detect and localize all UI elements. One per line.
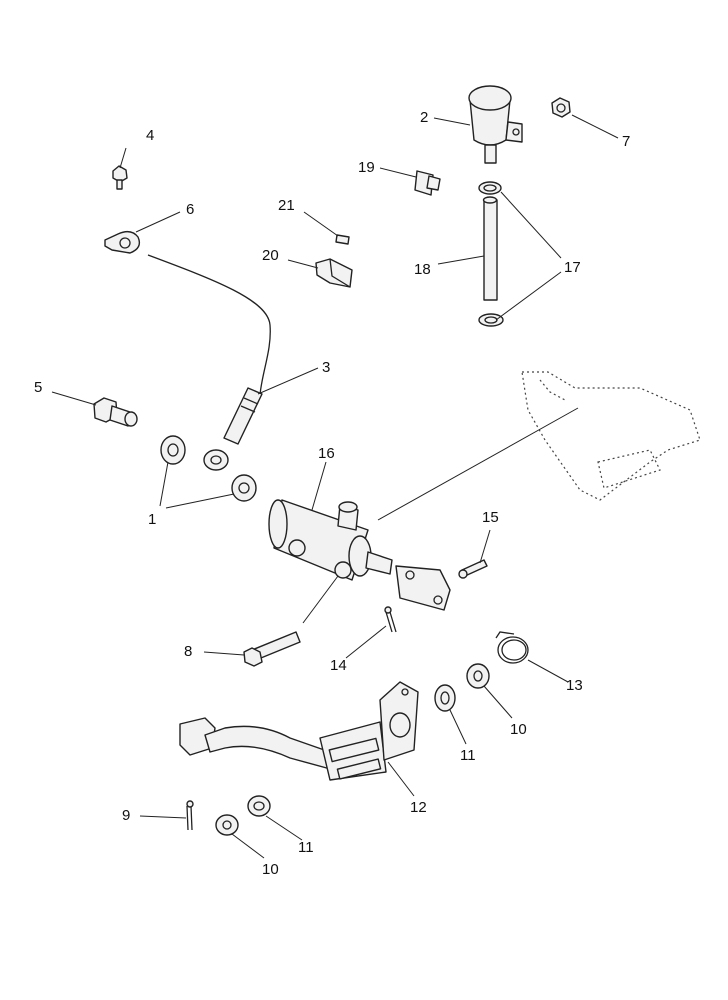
pedal-cotter-pin-part (186, 800, 194, 831)
washer-lower-part (231, 474, 257, 502)
callout-20: 20 (262, 247, 279, 264)
washer-pedal-right-part (466, 663, 490, 689)
callout-labels: 1 2 3 4 5 6 7 8 9 10 10 11 11 12 13 14 1… (34, 109, 630, 878)
hose-clamp-upper-part (478, 181, 502, 195)
banjo-bolt-part (414, 170, 441, 196)
hose-clamp-part (104, 230, 141, 254)
bracket-screw-part (335, 234, 350, 245)
frame-bracket-outline (521, 371, 701, 501)
callout-2: 2 (420, 109, 428, 126)
callout-6: 6 (186, 201, 194, 218)
callout-10-lower: 10 (262, 861, 279, 878)
callout-10-upper: 10 (510, 721, 527, 738)
reservoir-part (468, 85, 523, 164)
banjo-bolt-large-part (93, 397, 138, 427)
callout-15: 15 (482, 509, 499, 526)
master-cylinder-part (268, 499, 393, 581)
hose-clamp-lower-part (478, 313, 504, 327)
washer-pedal-left-part (215, 814, 239, 836)
callout-16: 16 (318, 445, 335, 462)
bushing-right-part (434, 684, 456, 712)
callout-8: 8 (184, 643, 192, 660)
callout-18: 18 (414, 261, 431, 278)
mounting-bolt-part (243, 631, 301, 667)
clevis-pin-part (458, 559, 488, 579)
callout-14: 14 (330, 657, 347, 674)
callout-9: 9 (122, 807, 130, 824)
nut-part (551, 97, 571, 118)
callout-7: 7 (622, 133, 630, 150)
bushing-left-part (247, 795, 271, 817)
callout-17: 17 (564, 259, 581, 276)
reservoir-hose-part (482, 196, 498, 301)
screw-part (112, 165, 128, 190)
callout-5: 5 (34, 379, 42, 396)
callout-11-upper: 11 (460, 747, 476, 764)
callout-13: 13 (566, 677, 583, 694)
brake-pedal-part (179, 681, 419, 781)
callout-12: 12 (410, 799, 427, 816)
return-spring-part (495, 631, 529, 664)
callout-4: 4 (146, 127, 154, 144)
callout-19: 19 (358, 159, 375, 176)
cotter-pin-part (384, 606, 397, 633)
callout-3: 3 (322, 359, 330, 376)
leader-lines (51, 114, 619, 859)
washer-upper-part (160, 435, 186, 465)
clevis-part (395, 565, 451, 611)
brake-hose-part (147, 254, 271, 471)
callout-1: 1 (148, 511, 156, 528)
callout-21: 21 (278, 197, 295, 214)
bracket-part (315, 258, 353, 288)
callout-11-lower: 11 (298, 839, 314, 856)
